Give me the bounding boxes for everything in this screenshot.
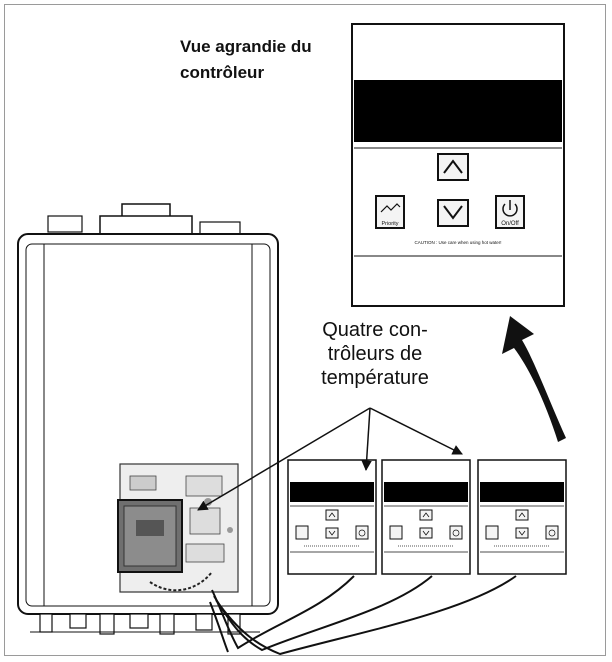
small-power-icon (548, 529, 556, 537)
small-controllers-group (287, 459, 567, 575)
small-display (480, 482, 564, 502)
figure-title-line-2: contrôleur (180, 63, 265, 82)
priority-icon (380, 203, 401, 213)
onoff-button: On/Off (495, 195, 525, 229)
small-down-arrow-button (515, 527, 529, 539)
callout-line-2: trôleurs de (327, 343, 423, 365)
small-onoff-button (545, 525, 559, 540)
enlarged-controller: Priority On/Off CAUTION : Use care when … (351, 23, 565, 307)
small-priority-button (389, 525, 403, 540)
leader-line-right (369, 407, 463, 455)
onoff-label: On/Off (501, 221, 519, 227)
power-icon (502, 203, 518, 217)
leader-line-to-unit (197, 407, 371, 511)
up-arrow-button (437, 153, 469, 181)
priority-label: Priority (381, 221, 398, 227)
callout-line-3: température (321, 367, 429, 389)
callout-line-1: Quatre con- (322, 319, 428, 341)
built-in-controller (117, 499, 183, 573)
leader-line-middle (361, 407, 372, 472)
small-priority-button (295, 525, 309, 540)
small-power-icon (358, 529, 366, 537)
small-power-icon (452, 529, 460, 537)
small-onoff-button (355, 525, 369, 540)
caution-text: CAUTION : Use care when using hot water! (414, 240, 501, 245)
small-down-arrow-button (325, 527, 339, 539)
small-down-arrow-button (419, 527, 433, 539)
small-controller-3 (477, 459, 567, 575)
enlarged-display (354, 80, 562, 142)
small-controller-2 (381, 459, 471, 575)
leader-lines (197, 407, 463, 511)
figure-border (4, 4, 606, 656)
controller-cables (209, 575, 517, 656)
small-up-arrow-button (419, 509, 433, 521)
small-display (384, 482, 468, 502)
figure-title-line-1: Vue agrandie du (180, 37, 312, 56)
small-up-arrow-button (515, 509, 529, 521)
small-display (290, 482, 374, 502)
small-priority-button (485, 525, 499, 540)
priority-button: Priority (375, 195, 405, 229)
curved-arrow (502, 316, 566, 442)
down-arrow-button (437, 199, 469, 227)
small-up-arrow-button (325, 509, 339, 521)
small-onoff-button (449, 525, 463, 540)
small-controller-1 (287, 459, 377, 575)
